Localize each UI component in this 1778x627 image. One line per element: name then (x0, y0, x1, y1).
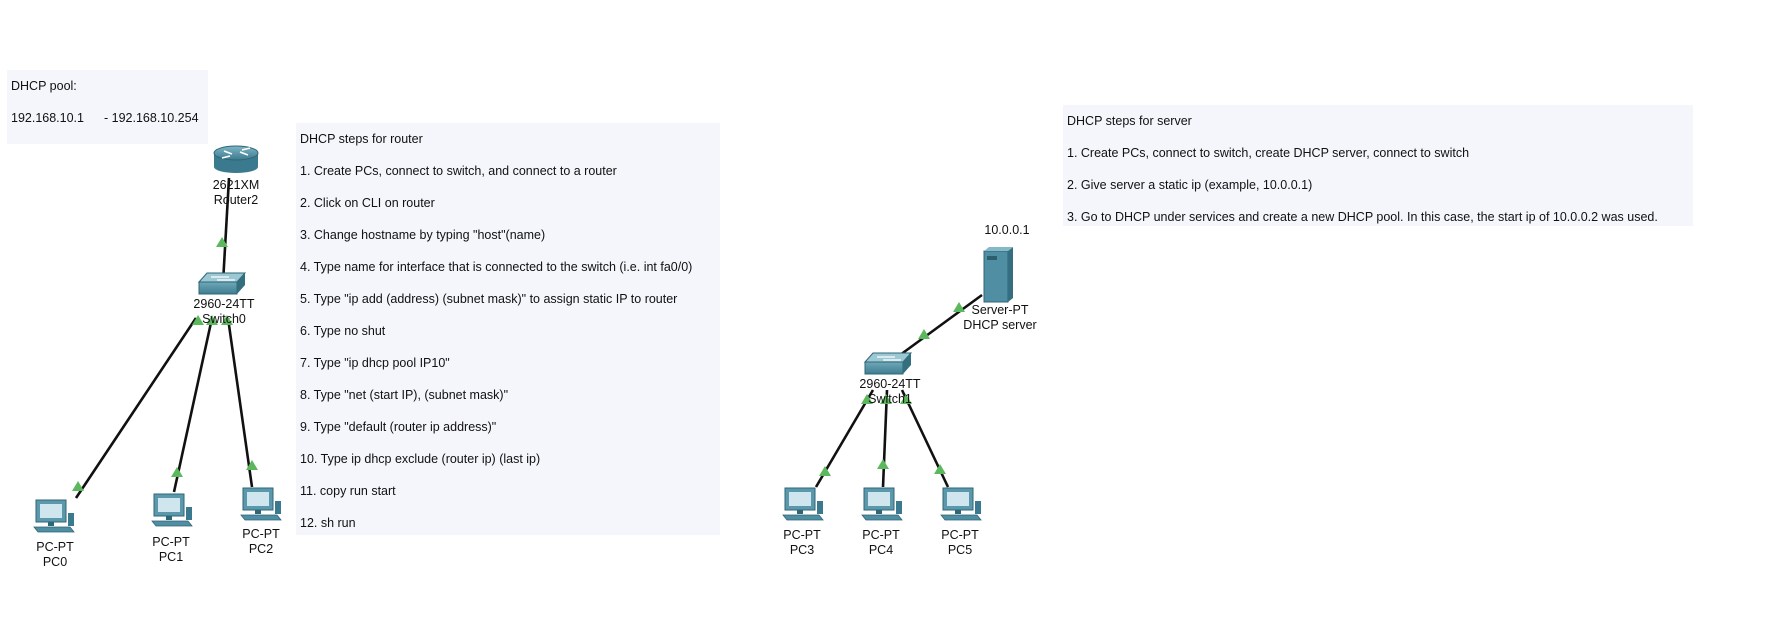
device-model: PC-PT (862, 528, 900, 542)
device-model: PC-PT (783, 528, 821, 542)
device-name: Router2 (213, 193, 259, 207)
step-item: 7. Type "ip dhcp pool IP10" (300, 356, 450, 370)
switch0-label: 2960-24TT Switch0 (193, 297, 254, 327)
step-item: 8. Type "net (start IP), (subnet mask)" (300, 388, 509, 402)
step-item: 1. Create PCs, connect to switch, create… (1067, 146, 1470, 160)
pc-icon[interactable] (33, 499, 75, 533)
link-up-icon (171, 467, 183, 477)
link-up-icon (877, 459, 889, 469)
device-name: PC0 (42, 555, 68, 569)
dhcp-pool-note[interactable]: DHCP pool: 192.168.10.1 - 192.168.10.254 (7, 70, 208, 144)
link-switch0-pc2[interactable] (226, 317, 254, 488)
router2-label: 2621XM Router2 (213, 178, 260, 208)
step-item: 3. Go to DHCP under services and create … (1067, 210, 1658, 224)
device-model: PC-PT (152, 535, 190, 549)
server-icon[interactable] (983, 247, 1013, 303)
pc-icon[interactable] (240, 487, 282, 521)
switch-icon[interactable] (863, 352, 913, 375)
step-item: 9. Type "default (router ip address)" (300, 420, 497, 434)
pool-range: 192.168.10.1 - 192.168.10.254 (11, 102, 204, 134)
pool-range-start: 192.168.10.1 (11, 111, 84, 125)
pool-range-end: - 192.168.10.254 (104, 111, 199, 125)
note-title: DHCP steps for router (300, 132, 423, 146)
server-ip-label: 10.0.0.1 (982, 223, 1032, 237)
link-up-icon (918, 329, 930, 339)
pc-icon[interactable] (861, 487, 903, 521)
link-switch0-pc1[interactable] (172, 317, 214, 493)
pc1-label: PC-PT PC1 (152, 535, 190, 565)
device-name: DHCP server (963, 318, 1037, 332)
device-model: PC-PT (242, 527, 280, 541)
device-name: PC2 (248, 542, 274, 556)
link-up-icon (206, 315, 218, 325)
pc0-label: PC-PT PC0 (36, 540, 74, 570)
link-up-icon (72, 481, 84, 491)
link-up-icon (192, 315, 204, 325)
pc-icon[interactable] (151, 493, 193, 527)
link-up-icon (900, 394, 912, 404)
pc4-label: PC-PT PC4 (862, 528, 900, 558)
pc-icon[interactable] (940, 487, 982, 521)
step-item: 1. Create PCs, connect to switch, and co… (300, 164, 617, 178)
step-item: 6. Type no shut (300, 324, 386, 338)
step-item: 12. sh run (300, 516, 356, 530)
device-name: PC5 (947, 543, 973, 557)
step-item: 2. Give server a static ip (example, 10.… (1067, 178, 1313, 192)
pc2-label: PC-PT PC2 (242, 527, 280, 557)
pc3-label: PC-PT PC3 (783, 528, 821, 558)
router-icon[interactable] (213, 145, 259, 173)
note-title: DHCP steps for server (1067, 114, 1192, 128)
step-item: 10. Type ip dhcp exclude (router ip) (la… (300, 452, 541, 466)
pc5-label: PC-PT PC5 (941, 528, 979, 558)
device-name: PC4 (868, 543, 894, 557)
device-model: 2960-24TT (193, 297, 255, 311)
device-model: Server-PT (971, 303, 1029, 317)
switch1-label: 2960-24TT Switch1 (859, 377, 920, 407)
device-model: PC-PT (941, 528, 979, 542)
link-switch0-pc0[interactable] (74, 317, 198, 499)
step-item: 4. Type name for interface that is conne… (300, 260, 693, 274)
link-up-icon (934, 464, 946, 474)
device-name: Switch1 (868, 392, 912, 406)
step-item: 3. Change hostname by typing "host"(name… (300, 228, 546, 242)
server-label: Server-PT DHCP server (963, 303, 1036, 333)
link-switch1-pc4[interactable] (881, 389, 889, 488)
link-up-icon (861, 394, 873, 404)
device-model: PC-PT (36, 540, 74, 554)
server-steps-note[interactable]: DHCP steps for server 1. Create PCs, con… (1063, 105, 1693, 226)
link-up-icon (953, 302, 965, 312)
device-name: Switch0 (202, 312, 246, 326)
link-router2-switch0[interactable] (221, 177, 231, 284)
link-up-icon (880, 394, 892, 404)
step-item: 11. copy run start (300, 484, 396, 498)
step-item: 2. Click on CLI on router (300, 196, 435, 210)
note-title: DHCP pool: (11, 79, 77, 93)
device-model: 2621XM (212, 178, 260, 192)
pc-icon[interactable] (782, 487, 824, 521)
switch-icon[interactable] (197, 272, 247, 295)
link-status-markers (72, 237, 965, 491)
device-name: PC3 (789, 543, 815, 557)
router-steps-note[interactable]: DHCP steps for router 1. Create PCs, con… (296, 123, 720, 535)
device-model: 2960-24TT (859, 377, 921, 391)
link-up-icon (221, 315, 233, 325)
step-item: 5. Type "ip add (address) (subnet mask)"… (300, 292, 678, 306)
link-up-icon (819, 466, 831, 476)
link-up-icon (216, 237, 228, 247)
links (74, 177, 983, 499)
link-up-icon (246, 460, 258, 470)
device-name: PC1 (158, 550, 184, 564)
link-server-switch1[interactable] (899, 293, 983, 357)
